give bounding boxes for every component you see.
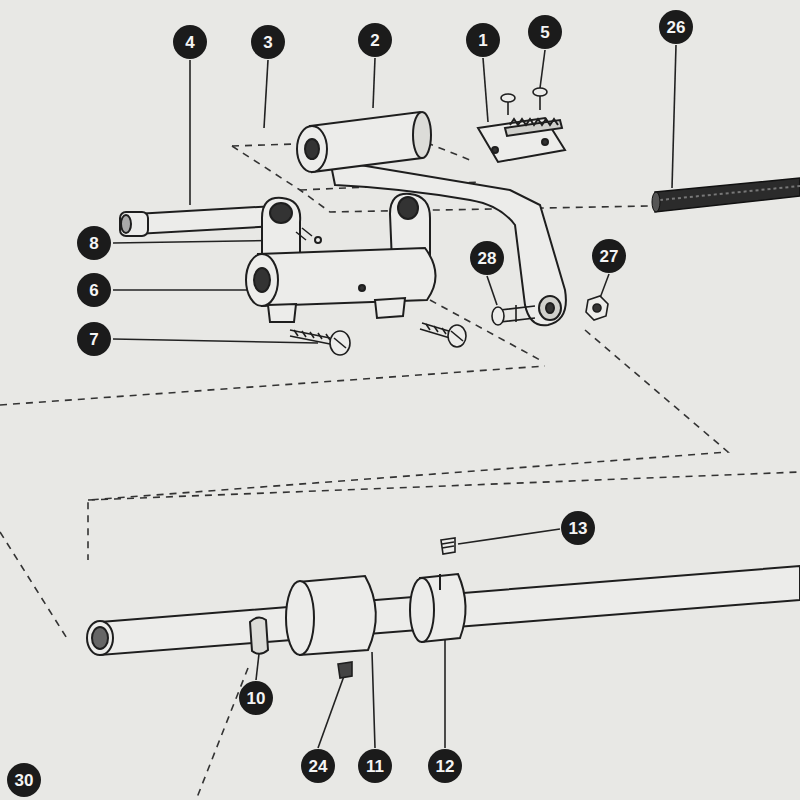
rod-4 [120, 206, 276, 236]
callout-text: 7 [89, 331, 98, 348]
callout-text: 8 [89, 235, 98, 252]
callout-text: 1 [478, 32, 487, 49]
callout-number: 2 [358, 23, 392, 57]
callout-text: 6 [89, 282, 98, 299]
callout-number: 11 [358, 749, 392, 783]
rod-26 [652, 178, 800, 212]
screws-7 [290, 323, 466, 355]
callout-number: 6 [77, 273, 111, 307]
callout-text: 24 [309, 758, 328, 775]
callout-text: 30 [15, 772, 34, 789]
callout-number: 4 [173, 25, 207, 59]
callout-text: 10 [247, 690, 266, 707]
callout-text: 11 [366, 758, 384, 775]
callout-number: 12 [428, 749, 462, 783]
callout-text: 12 [436, 758, 455, 775]
callout-number: 24 [301, 749, 335, 783]
feed-plate-1 [478, 118, 565, 162]
callout-text: 27 [600, 248, 619, 265]
shaft-body-6 [246, 194, 436, 322]
callout-text: 13 [569, 520, 588, 537]
callout-text: 4 [185, 34, 194, 51]
callout-number: 8 [77, 226, 111, 260]
callout-text: 5 [540, 24, 549, 41]
callout-text: 26 [667, 19, 686, 36]
callout-number: 28 [470, 241, 504, 275]
callout-text: 2 [370, 32, 379, 49]
callout-number: 5 [528, 15, 562, 49]
callout-text: 28 [478, 250, 497, 267]
pin-and-nut [492, 296, 608, 325]
set-screws [338, 538, 455, 678]
callout-number: 1 [466, 23, 500, 57]
callout-number: 3 [251, 25, 285, 59]
callout-number: 13 [561, 511, 595, 545]
main-shaft [87, 566, 800, 655]
callout-text: 3 [263, 34, 272, 51]
callout-number: 7 [77, 322, 111, 356]
callout-number: 27 [592, 239, 626, 273]
assembly-dashes [0, 140, 800, 800]
callout-number: 26 [659, 10, 693, 44]
callout-number: 10 [239, 681, 273, 715]
callout-number: 30 [7, 763, 41, 797]
screws-5 [501, 88, 547, 115]
